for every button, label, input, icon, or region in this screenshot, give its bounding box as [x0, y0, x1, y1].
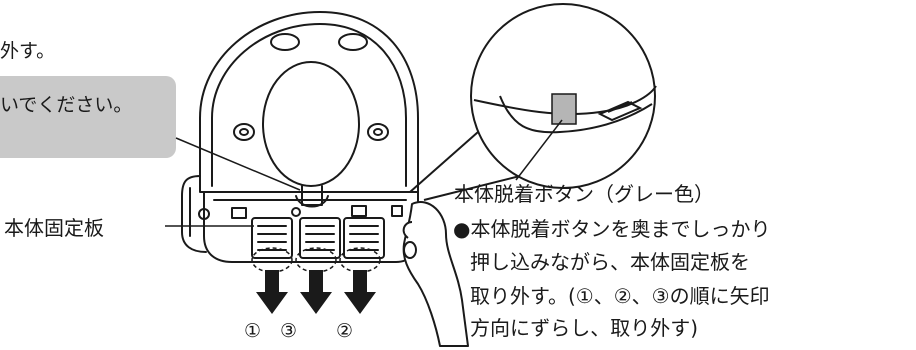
release-button-title: 本体脱着ボタン（グレー色） — [454, 182, 714, 206]
instruction-line-1: ●本体脱着ボタンを奥までしっかり — [453, 217, 771, 241]
base-plate-label: 本体固定板 — [4, 216, 104, 240]
gray-release-button — [551, 93, 577, 125]
arrow-number-1: ① — [244, 320, 262, 342]
instruction-line-3: 取り外す。(①、②、③の順に矢印 — [470, 284, 770, 308]
arrow-number-3: ③ — [280, 320, 298, 342]
hand-illustration — [402, 201, 469, 347]
caution-note-box — [0, 76, 176, 158]
instruction-line-4: 方向にずらし、取り外す) — [470, 316, 699, 340]
step-text: 外す。 — [0, 40, 56, 62]
arrow-number-2: ② — [336, 320, 354, 342]
caution-note-text: いでください。 — [0, 94, 133, 116]
instruction-line-2: 押し込みながら、本体固定板を — [470, 250, 750, 274]
down-arrow-icon — [256, 270, 376, 314]
